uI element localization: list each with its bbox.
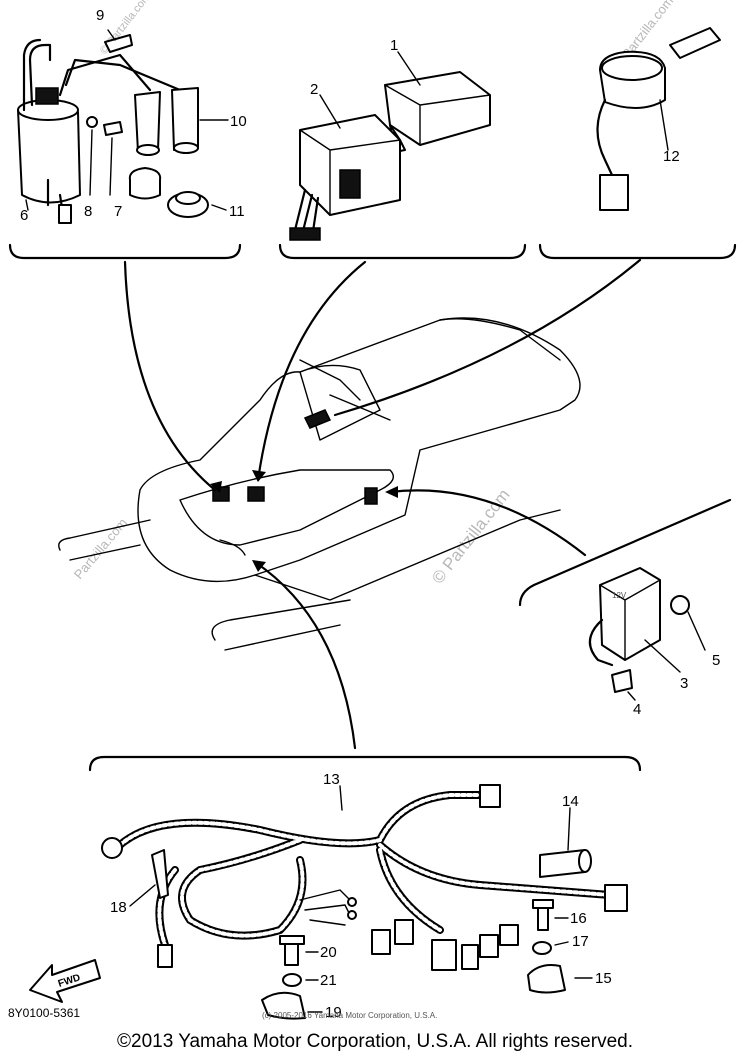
snowmobile-outline	[58, 317, 581, 651]
bolt-20	[284, 941, 299, 966]
regulator-label: 12V	[612, 591, 627, 600]
plug-cap-b	[171, 87, 199, 151]
cdi-unit-group	[278, 51, 527, 260]
connector-top	[479, 784, 501, 808]
connector-right	[604, 884, 628, 912]
nut-5	[670, 595, 690, 615]
main-switch-group	[538, 27, 737, 260]
ignition-coil-group	[8, 29, 242, 260]
copyright-footer: ©2013 Yamaha Motor Corporation, U.S.A. A…	[117, 1031, 633, 1052]
callout-numbers: 1 2 3 4 5 6 7 8 9 10 11 12 13 14 15 16 1…	[20, 7, 720, 1021]
fine-print: (c) 2005-2016 Yamaha Motor Corporation, …	[262, 1011, 437, 1020]
callout-2: 2	[310, 81, 318, 98]
group-bracket-right	[538, 243, 737, 260]
forward-arrow: FWD	[29, 959, 101, 1003]
callout-11: 11	[229, 203, 245, 220]
group-bracket-harness	[88, 755, 642, 772]
nut-17	[532, 941, 552, 955]
callout-8: 8	[84, 203, 92, 220]
callout-6: 6	[20, 207, 28, 224]
pointer-coil	[123, 260, 217, 492]
callout-18: 18	[110, 899, 127, 916]
clamp-9	[104, 34, 133, 53]
callout-21: 21	[320, 972, 337, 989]
band-18	[151, 849, 169, 899]
callout-3: 3	[680, 675, 688, 692]
callout-1: 1	[390, 37, 398, 54]
pointer-harness	[253, 560, 357, 750]
callout-14: 14	[562, 793, 579, 810]
switch-connector	[599, 174, 629, 211]
callout-12: 12	[663, 148, 680, 165]
group-bracket-left	[8, 243, 242, 260]
callout-5: 5	[712, 652, 720, 669]
callout-20: 20	[320, 944, 337, 961]
voltage-regulator	[599, 567, 661, 661]
snowmobile-body	[137, 317, 581, 583]
callout-19: 19	[325, 1004, 342, 1021]
pointer-cdi	[256, 260, 367, 482]
cap-7	[128, 167, 162, 200]
group-bracket-regulator	[518, 498, 732, 607]
callout-16: 16	[570, 910, 587, 927]
pointer-switch	[333, 258, 642, 417]
diagram-code: 8Y0100-5361	[8, 1006, 80, 1020]
callout-4: 4	[633, 701, 641, 718]
group-bracket-mid	[278, 243, 527, 260]
callout-17: 17	[572, 933, 589, 950]
nut-21	[282, 973, 302, 987]
clamp-19	[261, 991, 306, 1020]
callout-15: 15	[595, 970, 612, 987]
callout-10: 10	[230, 113, 247, 130]
pointer-regulator	[388, 489, 587, 557]
connector-round	[101, 837, 123, 859]
clamp-15	[527, 964, 566, 994]
cdi-unit	[384, 71, 491, 146]
watermark-top-mid: © Partzilla.com	[98, 0, 153, 57]
regulator-group: 12V	[518, 498, 732, 701]
watermark-side: © Partzilla.com	[428, 485, 514, 587]
plug-cap-a	[134, 91, 161, 153]
ignition-key	[669, 27, 721, 59]
wire-harness	[101, 784, 628, 971]
bolt-7	[103, 121, 123, 136]
pointer-lines	[123, 258, 642, 750]
washer-8	[86, 116, 98, 128]
callout-13: 13	[323, 771, 340, 788]
bolt-4	[611, 669, 633, 693]
cdi-bracket	[299, 114, 401, 216]
wire-harness-group: FWD	[29, 755, 642, 1020]
callout-7: 7	[114, 203, 122, 220]
callout-9: 9	[96, 7, 104, 24]
